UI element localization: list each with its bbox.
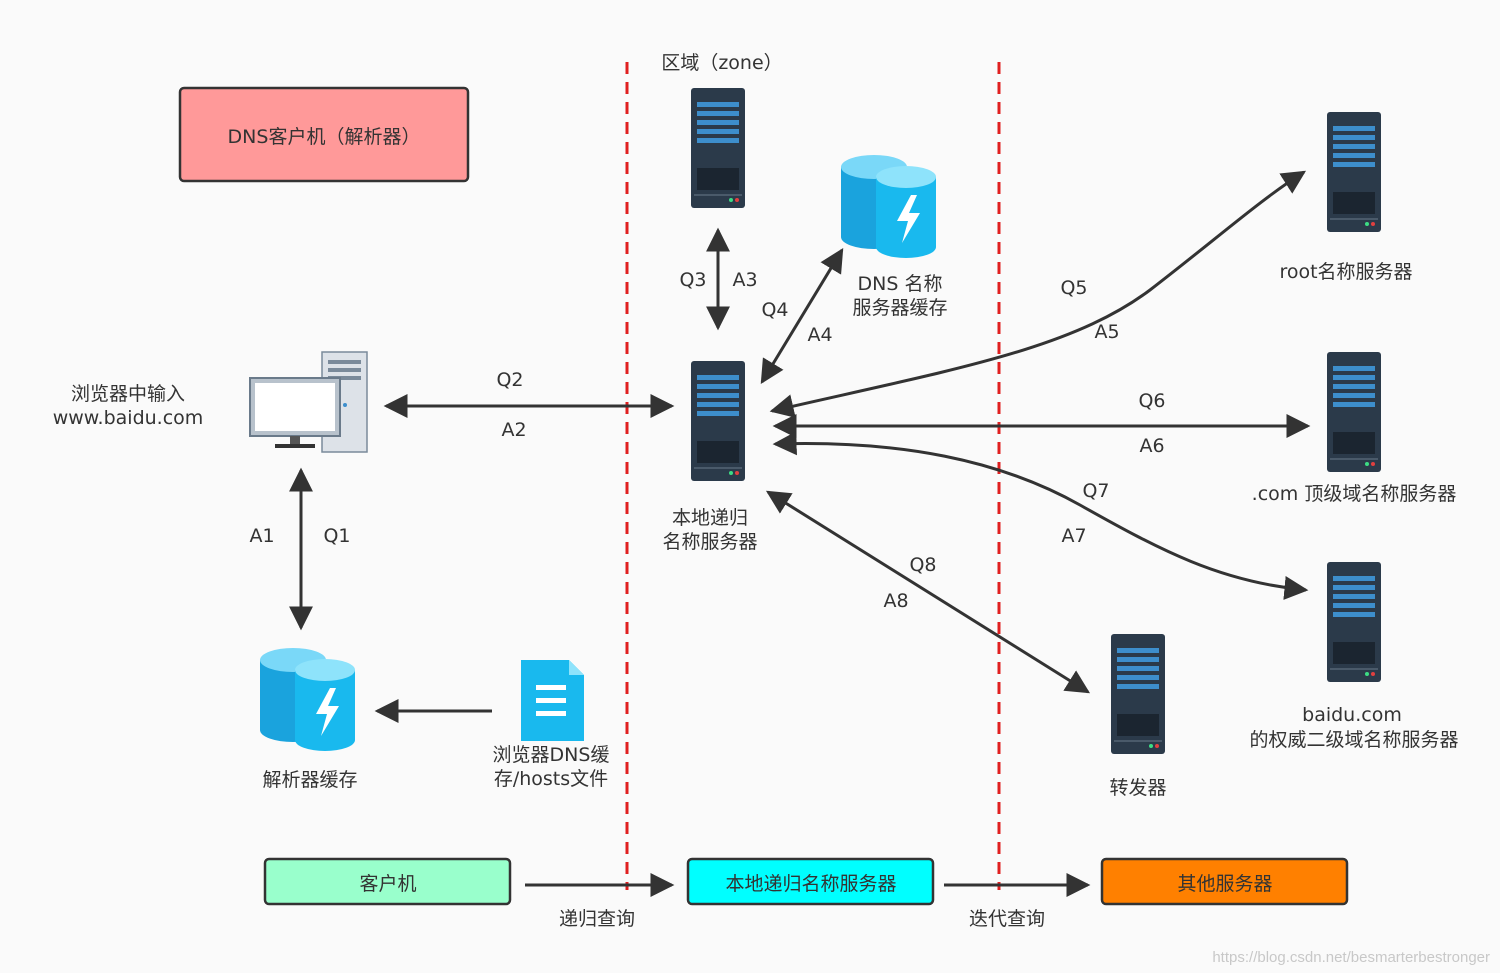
- hosts-file-icon: [521, 660, 584, 741]
- watermark: https://blog.csdn.net/besmarterbestronge…: [1212, 949, 1490, 966]
- q5-label: Q5: [1060, 277, 1087, 299]
- local-server-icon: [691, 361, 745, 481]
- hosts-file-label-2: 存/hosts文件: [494, 768, 608, 790]
- forwarder-label: 转发器: [1109, 777, 1166, 799]
- q7-a7-arrow: [772, 431, 1309, 600]
- q8-label: Q8: [909, 554, 936, 576]
- a2-label: A2: [501, 419, 526, 441]
- zone-server-icon: [691, 88, 745, 208]
- dns-client-box: [178, 86, 470, 183]
- legend-iterative-label: 迭代查询: [969, 908, 1045, 930]
- q8-a8-arrow: [765, 490, 1091, 694]
- a6-label: A6: [1139, 435, 1164, 457]
- q2-label: Q2: [496, 369, 523, 391]
- root-server-icon: [1327, 112, 1381, 232]
- local-server-label-2: 名称服务器: [662, 531, 757, 553]
- a7-label: A7: [1061, 525, 1086, 547]
- hosts-file-label-1: 浏览器DNS缓: [493, 744, 610, 766]
- dns-client-label: DNS客户机（解析器）: [228, 126, 421, 148]
- legend-client-box: [263, 857, 512, 906]
- q4-label: Q4: [761, 299, 788, 321]
- resolver-cache-db-icon: [260, 648, 355, 751]
- dns-cache-db-icon: [841, 155, 936, 258]
- legend-other-label: 其他服务器: [1177, 873, 1272, 895]
- dns-cache-label-2: 服务器缓存: [852, 297, 947, 319]
- q5-a5-arrow: [769, 170, 1307, 418]
- q7-label: Q7: [1082, 480, 1109, 502]
- q6-label: Q6: [1138, 390, 1165, 412]
- a3-label: A3: [732, 269, 757, 291]
- resolver-cache-label: 解析器缓存: [262, 769, 357, 791]
- forwarder-server-icon: [1111, 634, 1165, 754]
- computer-icon: [249, 351, 368, 453]
- zone-label: 区域（zone）: [661, 52, 782, 74]
- a8-label: A8: [883, 590, 908, 612]
- baidu-server-label-1: baidu.com: [1302, 704, 1402, 726]
- a5-label: A5: [1094, 321, 1119, 343]
- q1-label: Q1: [323, 525, 350, 547]
- legend-local-label: 本地递归名称服务器: [725, 873, 896, 895]
- browser-input-label-2: www.baidu.com: [53, 407, 204, 429]
- local-server-label-1: 本地递归: [672, 507, 748, 529]
- browser-input-label-1: 浏览器中输入: [71, 383, 185, 405]
- root-server-label: root名称服务器: [1279, 261, 1412, 283]
- baidu-server-label-2: 的权威二级域名称服务器: [1249, 729, 1458, 751]
- a4-label: A4: [807, 324, 832, 346]
- q3-label: Q3: [679, 269, 706, 291]
- legend-local-box: [686, 857, 935, 906]
- dns-cache-label-1: DNS 名称: [858, 273, 943, 295]
- baidu-server-icon: [1327, 562, 1381, 682]
- legend-client-label: 客户机: [359, 873, 416, 895]
- com-server-icon: [1327, 352, 1381, 472]
- com-server-label: .com 顶级域名称服务器: [1252, 483, 1457, 505]
- a1-label: A1: [249, 525, 274, 547]
- legend-recursive-label: 递归查询: [559, 908, 635, 930]
- legend-other-box: [1100, 857, 1349, 906]
